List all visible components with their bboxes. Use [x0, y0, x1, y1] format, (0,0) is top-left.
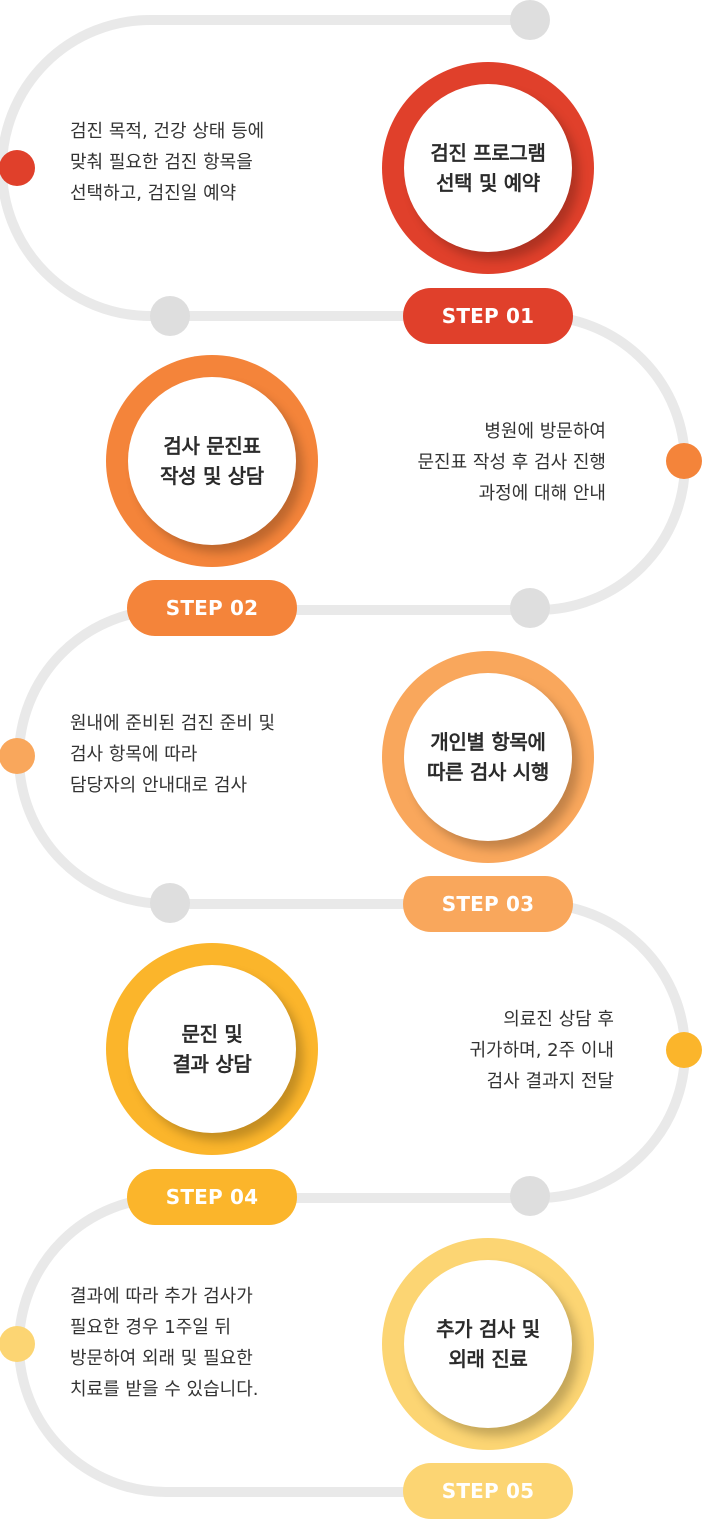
step1-desc-line: 선택하고, 검진일 예약	[70, 183, 237, 204]
step3-desc-line: 원내에 준비된 검진 준비 및	[70, 713, 276, 734]
step1-description: 검진 목적, 건강 상태 등에 맞춰 필요한 검진 항목을 선택하고, 검진일 …	[70, 116, 264, 209]
step5-title-line2: 외래 진료	[448, 1347, 528, 1371]
step5-description: 결과에 따라 추가 검사가 필요한 경우 1주일 뒤 방문하여 외래 및 필요한…	[70, 1281, 259, 1405]
step3-badge: STEP 03	[403, 876, 573, 932]
step4-desc-line: 귀가하며, 2주 이내	[469, 1040, 614, 1061]
step2-desc-line: 문진표 작성 후 검사 진행	[417, 452, 607, 473]
step5-desc-line: 방문하여 외래 및 필요한	[70, 1348, 253, 1369]
step5-badge: STEP 05	[403, 1463, 573, 1519]
track-node-step4	[666, 1032, 702, 1068]
step5-circle: 추가 검사 및 외래 진료	[382, 1238, 594, 1450]
track-node-step1	[0, 150, 35, 186]
step3-desc-line: 담당자의 안내대로 검사	[70, 775, 248, 796]
step1-desc-line: 맞춰 필요한 검진 항목을	[70, 152, 253, 173]
track-node-step3	[0, 738, 35, 774]
step3-title-line2: 따른 검사 시행	[427, 760, 549, 784]
step3-circle: 개인별 항목에 따른 검사 시행	[382, 651, 594, 863]
step1-title-line1: 검진 프로그램	[430, 141, 546, 165]
step3-desc-line: 검사 항목에 따라	[70, 744, 198, 765]
step1-circle: 검진 프로그램 선택 및 예약	[382, 62, 594, 274]
track-node-step5	[0, 1326, 35, 1362]
step5-desc-line: 결과에 따라 추가 검사가	[70, 1286, 253, 1307]
step4-title-line2: 결과 상담	[172, 1052, 252, 1076]
step3-description: 원내에 준비된 검진 준비 및 검사 항목에 따라 담당자의 안내대로 검사	[70, 708, 275, 801]
step1-desc-line: 검진 목적, 건강 상태 등에	[70, 121, 265, 142]
step2-title-line2: 작성 및 상담	[160, 464, 264, 488]
step4-description: 의료진 상담 후 귀가하며, 2주 이내 검사 결과지 전달	[469, 1004, 614, 1097]
step4-badge: STEP 04	[127, 1169, 297, 1225]
track-node-1-grey	[150, 296, 190, 336]
step1-badge: STEP 01	[403, 288, 573, 344]
step4-desc-line: 의료진 상담 후	[503, 1009, 614, 1030]
step2-badge: STEP 02	[127, 580, 297, 636]
step4-circle: 문진 및 결과 상담	[106, 943, 318, 1155]
step3-title-line1: 개인별 항목에	[430, 730, 546, 754]
track-node-4-grey	[510, 1176, 550, 1216]
step5-desc-line: 필요한 경우 1주일 뒤	[70, 1317, 232, 1338]
track-node-3-grey	[150, 883, 190, 923]
step4-title-line1: 문진 및	[181, 1022, 243, 1046]
step2-desc-line: 과정에 대해 안내	[478, 483, 606, 504]
step5-title-line1: 추가 검사 및	[436, 1317, 540, 1341]
track-node-step2	[666, 443, 702, 479]
step2-circle: 검사 문진표 작성 및 상담	[106, 355, 318, 567]
step2-description: 병원에 방문하여 문진표 작성 후 검사 진행 과정에 대해 안내	[418, 416, 607, 509]
step2-desc-line: 병원에 방문하여	[484, 421, 606, 442]
step1-title-line2: 선택 및 예약	[436, 171, 540, 195]
track-node-2-grey	[510, 588, 550, 628]
track-node-top	[510, 0, 550, 40]
step2-title-line1: 검사 문진표	[163, 434, 261, 458]
step4-desc-line: 검사 결과지 전달	[486, 1071, 614, 1092]
step5-desc-line: 치료를 받을 수 있습니다.	[70, 1379, 259, 1400]
